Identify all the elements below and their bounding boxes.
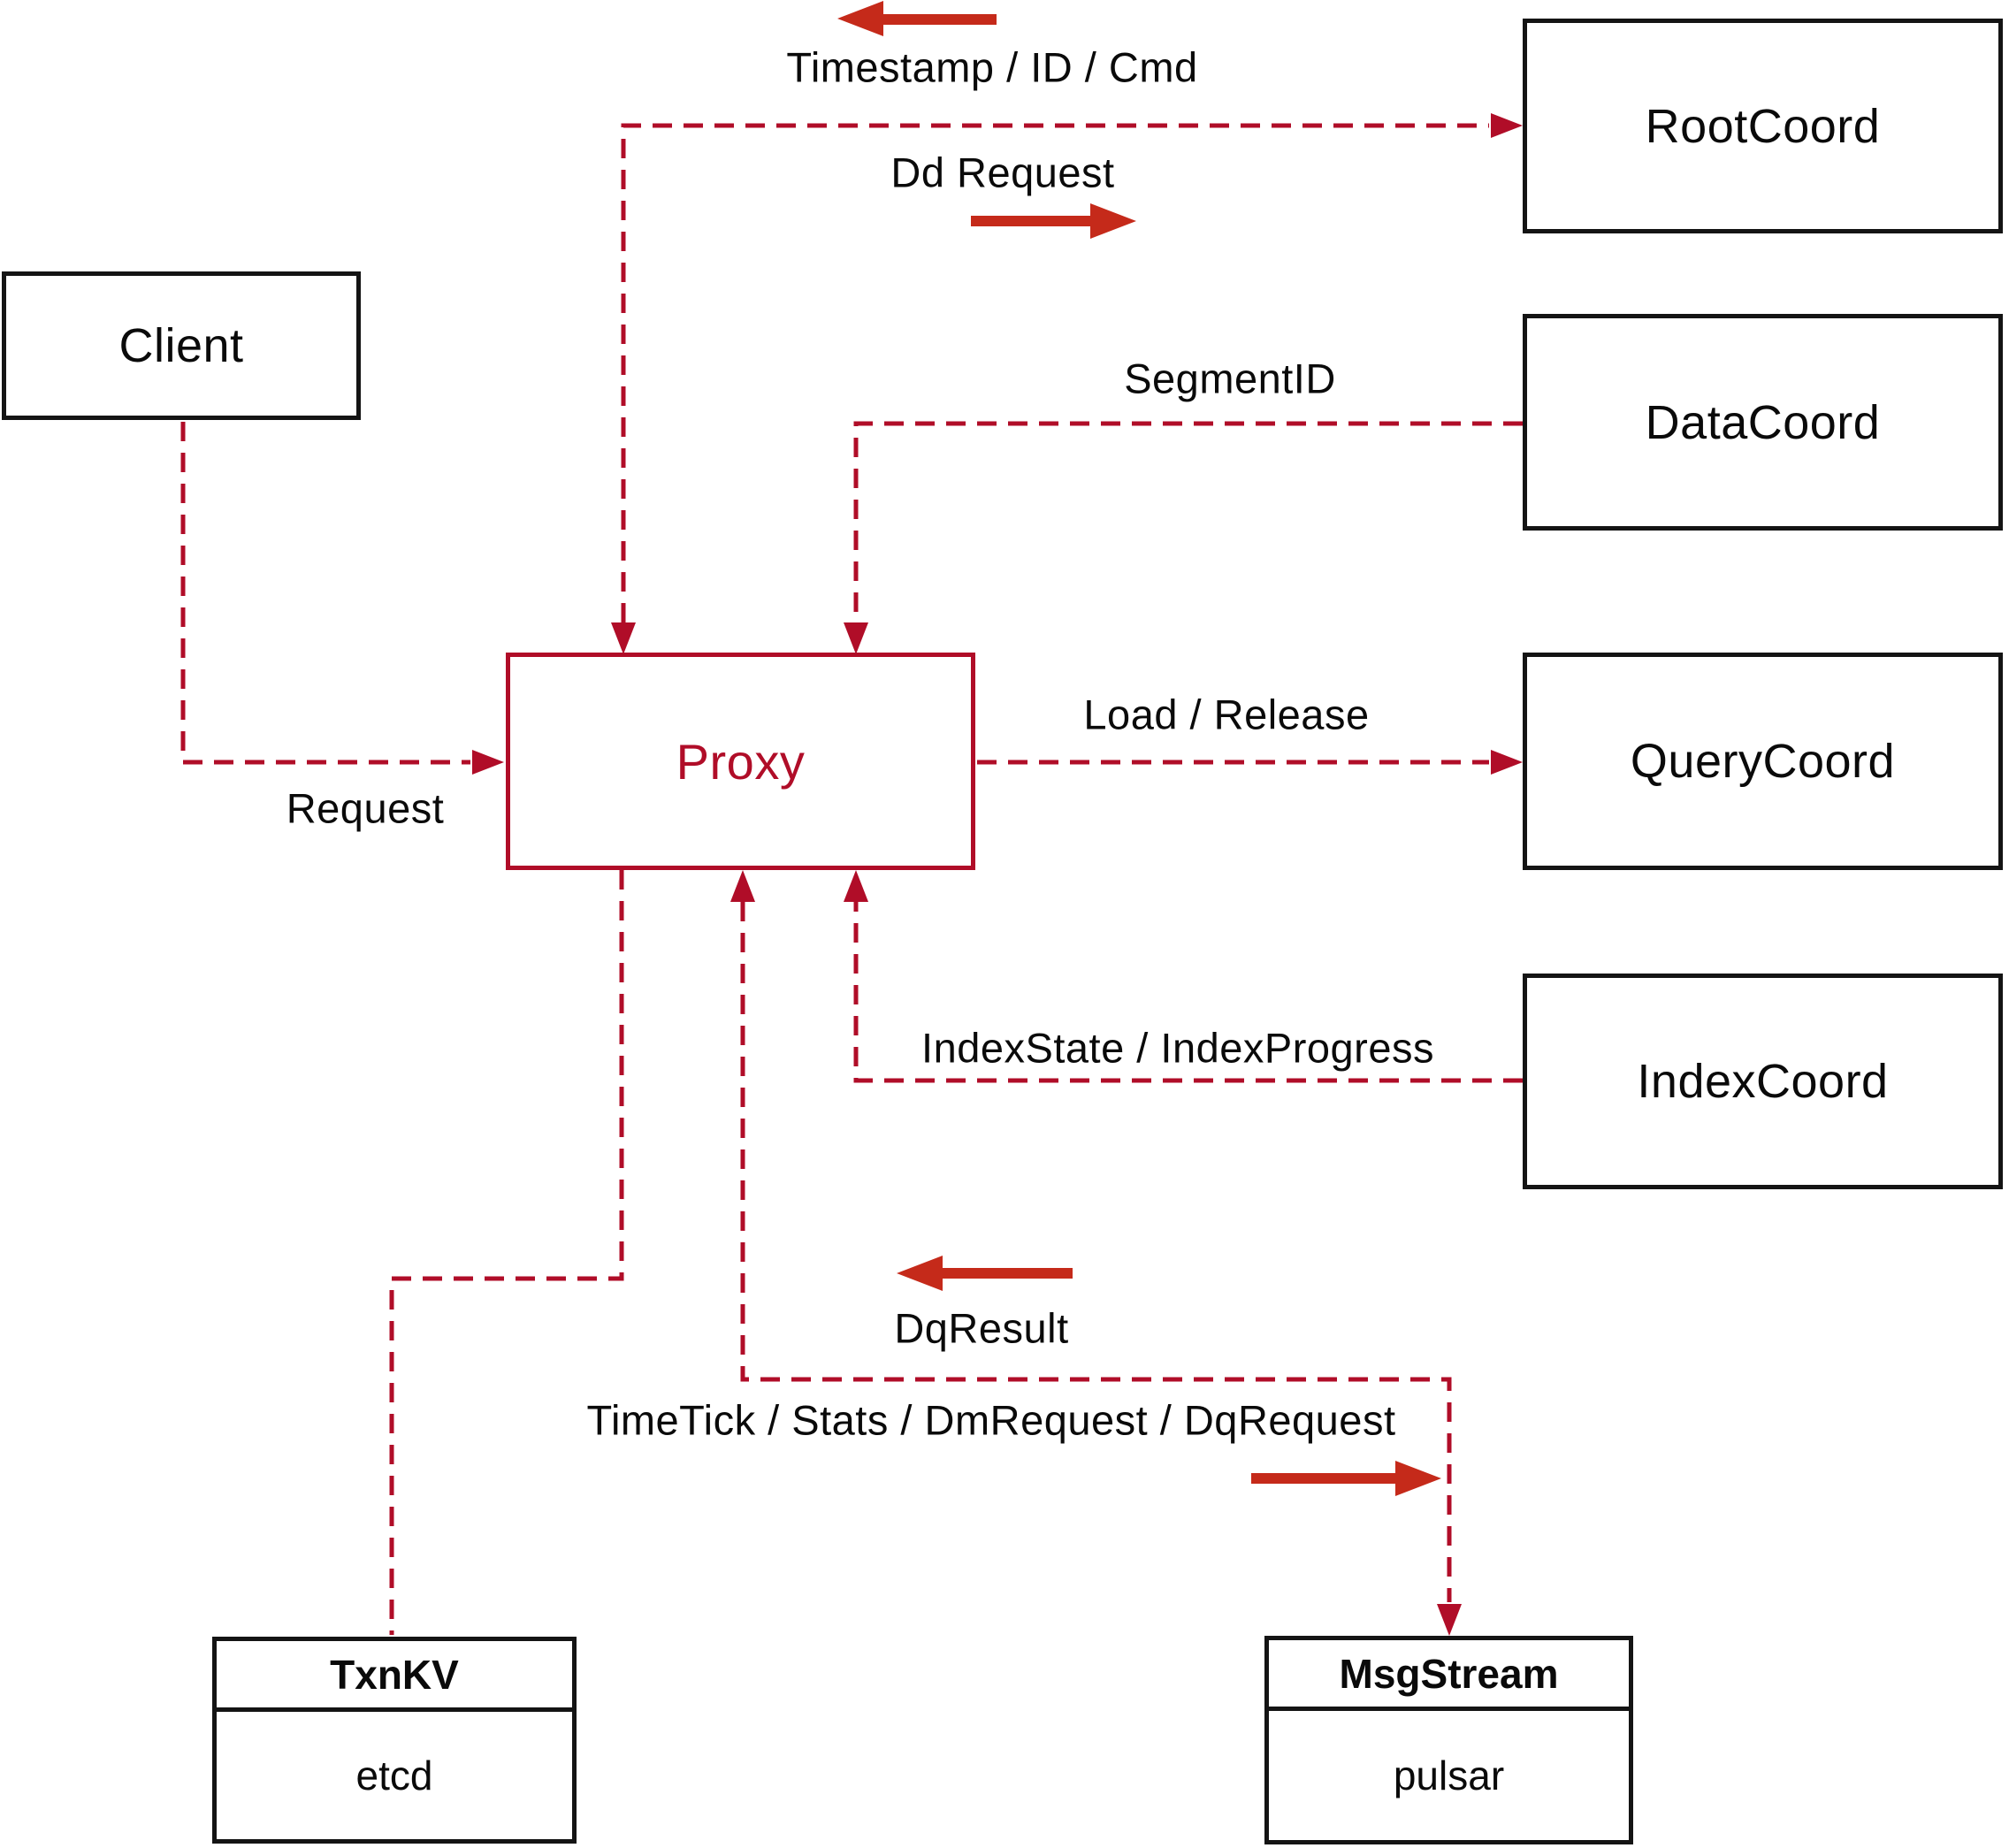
edge-label-load-release: Load / Release bbox=[1083, 691, 1370, 738]
edge-label-timetick: TimeTick / Stats / DmRequest / DqRequest bbox=[586, 1396, 1396, 1444]
node-txnkv-title: TxnKV bbox=[217, 1641, 572, 1712]
edge-label-request: Request bbox=[286, 784, 445, 832]
arrowhead-icon-into-msgstream bbox=[1437, 1604, 1462, 1636]
node-msgstream: MsgStream pulsar bbox=[1264, 1636, 1633, 1844]
node-proxy-label: Proxy bbox=[676, 733, 806, 790]
connector-client-proxy bbox=[180, 422, 470, 765]
node-datacoord: DataCoord bbox=[1523, 314, 2003, 531]
right-arrow-icon-dd-request bbox=[971, 203, 1136, 239]
edge-label-dq-result: DqResult bbox=[894, 1304, 1069, 1352]
left-arrow-icon-dqresult bbox=[897, 1256, 1073, 1291]
node-msgstream-title: MsgStream bbox=[1269, 1640, 1629, 1711]
node-datacoord-label: DataCoord bbox=[1645, 395, 1881, 449]
node-client-label: Client bbox=[118, 319, 244, 372]
edge-label-index-state: IndexState / IndexProgress bbox=[921, 1024, 1434, 1072]
arrowhead-icon-into-proxy-bottom-right bbox=[844, 870, 868, 902]
connector-proxy-rootcoord bbox=[621, 123, 1489, 622]
edge-label-segment-id: SegmentID bbox=[1124, 355, 1336, 402]
edge-label-dd-request: Dd Request bbox=[890, 149, 1115, 196]
node-querycoord-label: QueryCoord bbox=[1630, 735, 1896, 788]
edge-label-timestamp: Timestamp / ID / Cmd bbox=[786, 43, 1198, 91]
arrowhead-icon-into-proxy-bottom-left bbox=[730, 870, 755, 902]
node-indexcoord-label: IndexCoord bbox=[1637, 1055, 1889, 1108]
arrowhead-icon-into-querycoord bbox=[1491, 750, 1523, 775]
node-querycoord: QueryCoord bbox=[1523, 653, 2003, 870]
arrowhead-icon-into-proxy-left bbox=[472, 750, 504, 775]
arrowhead-icon-into-rootcoord bbox=[1491, 113, 1523, 138]
left-arrow-icon-timestamp bbox=[837, 1, 997, 36]
node-msgstream-subtitle: pulsar bbox=[1393, 1753, 1505, 1798]
node-proxy: Proxy bbox=[506, 653, 975, 870]
node-indexcoord: IndexCoord bbox=[1523, 974, 2003, 1189]
right-arrow-icon-timetick bbox=[1251, 1461, 1441, 1496]
connector-datacoord-proxy bbox=[853, 421, 1523, 622]
node-txnkv-subtitle: etcd bbox=[355, 1753, 433, 1798]
connector-proxy-msgstream bbox=[740, 902, 1452, 1602]
arrowhead-icon-into-proxy-top-right bbox=[844, 622, 868, 654]
node-client: Client bbox=[2, 271, 361, 420]
node-rootcoord-label: RootCoord bbox=[1645, 99, 1881, 153]
connector-proxy-txnkv bbox=[389, 870, 624, 1635]
arrowhead-icon-into-proxy-top-left bbox=[611, 622, 636, 654]
node-txnkv: TxnKV etcd bbox=[212, 1637, 577, 1844]
node-rootcoord: RootCoord bbox=[1523, 19, 2003, 233]
